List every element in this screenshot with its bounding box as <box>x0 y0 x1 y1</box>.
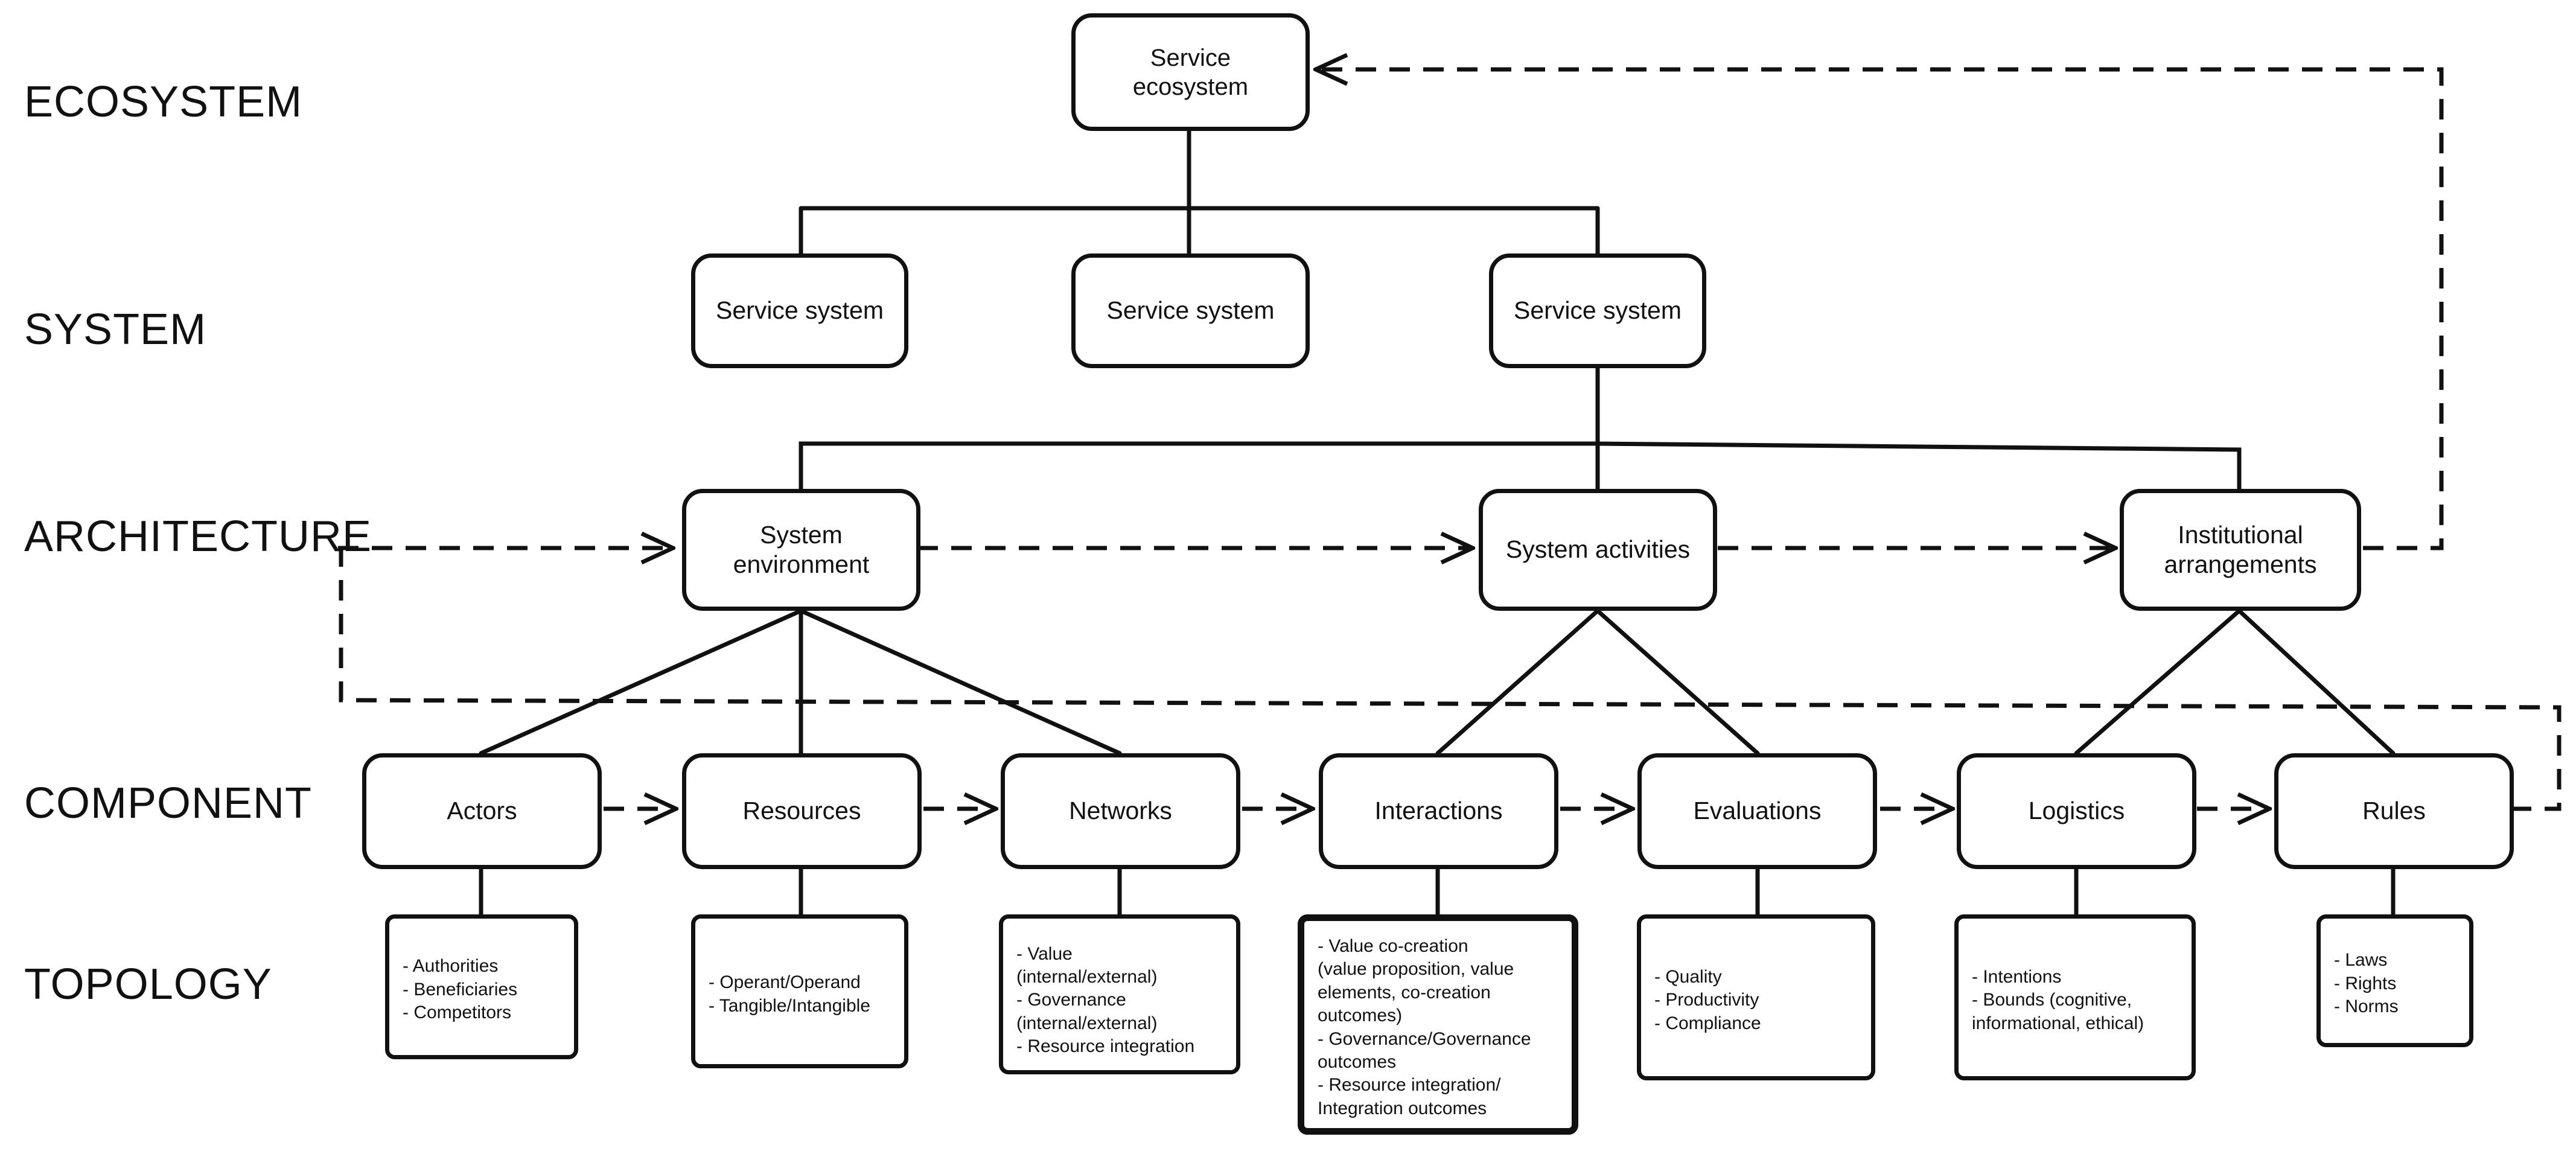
node-evaluations: Evaluations <box>1637 753 1877 869</box>
arrow-institutional-to-ecosystem <box>1316 69 2444 550</box>
level-label-ecosystem: ECOSYSTEM <box>24 78 303 126</box>
tree-line-environment-components <box>479 608 1122 756</box>
node-label: Institutional arrangements <box>2164 520 2317 578</box>
node-networks: Networks <box>1001 753 1240 869</box>
topology-line: (internal/external) <box>1016 966 1158 987</box>
tree-line-system-architecture <box>799 366 2242 491</box>
topology-line: outcomes <box>1318 1051 1397 1072</box>
node-label: Rules <box>2362 797 2426 825</box>
loop-rules-to-architecture <box>339 548 2562 811</box>
node-institutional-arrangements: Institutional arrangements <box>2120 489 2361 611</box>
node-logistics: Logistics <box>1957 753 2196 869</box>
node-label: Service ecosystem <box>1132 44 1249 100</box>
topology-line: - Rights <box>2334 973 2397 993</box>
topology-line: - Value co-creation <box>1318 936 1468 956</box>
topology-rules: - Laws- Rights - Norms <box>2316 914 2473 1047</box>
node-system-environment: System environment <box>682 489 920 611</box>
topology-line: - Resource integration <box>1016 1036 1195 1057</box>
node-label: Logistics <box>2028 797 2125 825</box>
tree-line-activities-components <box>1435 608 1760 756</box>
topology-actors: - Authorities- Beneficiaries - Competitor… <box>385 914 578 1059</box>
node-service-ecosystem: Service ecosystem <box>1071 13 1310 131</box>
topology-resources: - Operant/Operand- Tangible/Intangible <box>691 914 908 1068</box>
topology-line: - Value <box>1016 943 1073 964</box>
tree-line-institutional-components <box>2074 608 2396 756</box>
node-interactions: Interactions <box>1319 753 1558 869</box>
node-label: System environment <box>733 520 870 578</box>
topology-line: - Governance <box>1016 990 1126 1010</box>
node-label: Service system <box>1106 296 1275 325</box>
topology-line: outcomes) <box>1318 1006 1403 1026</box>
node-label: Interactions <box>1374 797 1503 825</box>
topology-line: - Resource integration/ <box>1318 1075 1501 1095</box>
level-label-component: COMPONENT <box>24 779 312 827</box>
topology-line: - Laws <box>2334 950 2388 971</box>
topology-line: - Intentions <box>1972 966 2062 987</box>
topology-logistics: - Intentions - Bounds (cognitive, informat… <box>1954 914 2196 1080</box>
node-rules: Rules <box>2274 753 2514 869</box>
topology-line: - Beneficiaries <box>403 979 518 999</box>
topology-line: (value proposition, value <box>1318 959 1514 980</box>
topology-line: - Authorities <box>403 956 499 977</box>
topology-line: elements, co-creation <box>1318 982 1491 1003</box>
node-service-system-3: Service system <box>1489 253 1706 368</box>
dashed-connectors <box>338 69 2562 811</box>
topology-line: (internal/external) <box>1016 1013 1158 1033</box>
node-label: Networks <box>1069 797 1172 825</box>
node-label: Actors <box>447 797 517 825</box>
node-system-activities: System activities <box>1479 489 1717 611</box>
node-resources: Resources <box>682 753 922 869</box>
node-label: Resources <box>742 797 861 825</box>
level-label-architecture: ARCHITECTURE <box>24 512 372 561</box>
topology-line: - Quality <box>1654 966 1722 987</box>
solid-connectors <box>479 127 2396 917</box>
topology-line: - Competitors <box>403 1003 512 1023</box>
tree-line-components-topology <box>479 867 2396 917</box>
level-label-topology: TOPOLOGY <box>24 960 272 1009</box>
topology-line: - Governance/Governance <box>1318 1028 1531 1049</box>
topology-networks: - Value(internal/external)- Governance(i… <box>999 914 1240 1074</box>
node-label: Service system <box>1514 296 1682 325</box>
node-actors: Actors <box>362 753 602 869</box>
node-service-system-1: Service system <box>691 253 908 368</box>
topology-line: - Productivity <box>1654 990 1759 1010</box>
topology-line: - Compliance <box>1654 1013 1761 1033</box>
level-label-system: SYSTEM <box>24 305 207 354</box>
node-label: Evaluations <box>1693 797 1822 825</box>
topology-line: informational, ethical) <box>1972 1013 2144 1033</box>
topology-line: - Tangible/Intangible <box>709 995 870 1016</box>
topology-evaluations: - Quality - Productivity - Compliance <box>1637 914 1875 1080</box>
topology-line: - Norms <box>2334 996 2399 1017</box>
node-label: System activities <box>1505 535 1691 564</box>
topology-line: - Operant/Operand <box>709 972 861 993</box>
node-service-system-2: Service system <box>1071 253 1310 368</box>
tree-line-ecosystem-systems <box>799 127 1600 256</box>
node-label: Service system <box>716 296 884 325</box>
topology-line: Integration outcomes <box>1318 1098 1487 1118</box>
topology-interactions: - Value co-creation (value proposition, v… <box>1298 914 1578 1135</box>
topology-line: - Bounds (cognitive, <box>1972 990 2132 1010</box>
